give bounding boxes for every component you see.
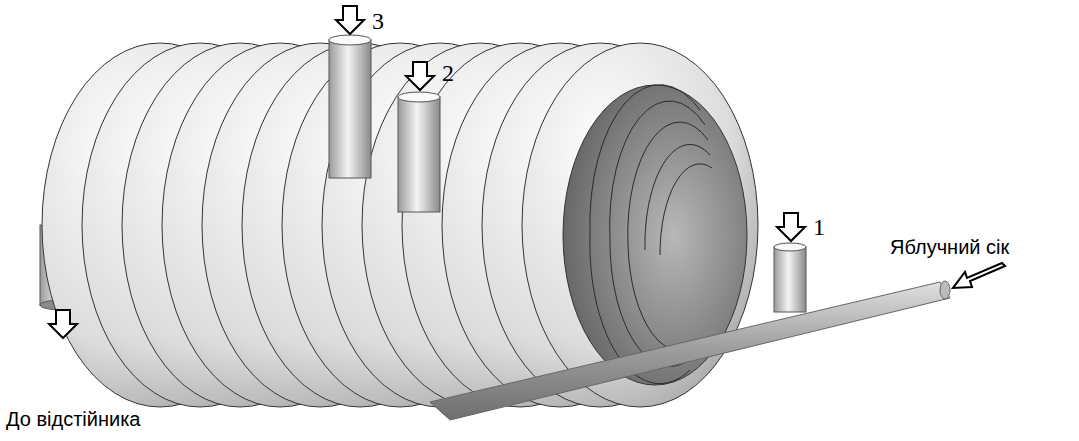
inlet-pipe xyxy=(329,40,371,178)
callout-number: 2 xyxy=(442,60,454,86)
inlet-pipe xyxy=(774,247,806,312)
callout-number: 3 xyxy=(372,8,384,34)
callout-number: 1 xyxy=(813,214,825,240)
input-label: Яблучний сік xyxy=(890,236,1009,258)
flow-arrows xyxy=(49,6,1005,338)
inner-turns xyxy=(590,85,712,384)
output-label: До відстійника xyxy=(6,408,141,430)
feed-tube xyxy=(430,282,950,420)
inlet-pipe xyxy=(398,97,440,212)
